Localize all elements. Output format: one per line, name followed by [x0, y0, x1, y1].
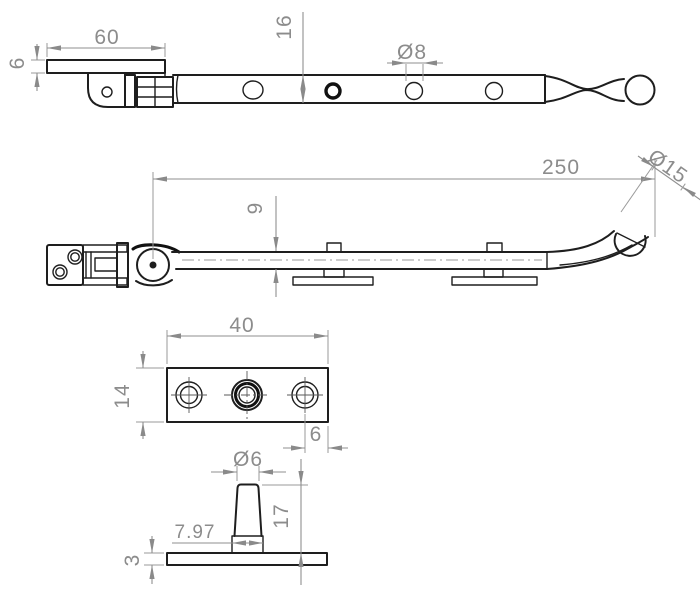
dim-label-60: 60 — [94, 26, 119, 49]
keeper-hole-right — [287, 377, 323, 413]
bracket-hole — [101, 86, 113, 98]
dim-label-17: 17 — [270, 503, 293, 528]
keeper-plate-2 — [451, 276, 538, 286]
dim-label-dia8: Ø8 — [397, 41, 427, 64]
pivot-center — [149, 261, 157, 269]
dim-keeper-hole-edge: 6 — [283, 414, 348, 453]
peg-1 — [326, 242, 342, 253]
pin-view: Ø6 17 7.97 3 — [121, 448, 328, 585]
pin-shaft — [233, 483, 263, 537]
dim-bar-height: 9 — [244, 196, 279, 297]
dim-label-dia15: Ø15 — [644, 145, 692, 188]
keeper-plate-view: 40 14 6 — [111, 314, 348, 453]
pivot-top-silhouette — [131, 243, 181, 254]
side-view: 250 9 Ø15 — [46, 145, 700, 297]
dim-pin-base-width: 7.97 — [172, 522, 263, 546]
dim-keeper-length: 40 — [166, 314, 329, 364]
dim-label-16: 16 — [273, 14, 296, 39]
dim-plate-thickness: 6 — [6, 44, 45, 91]
dim-hole-dia: Ø8 — [387, 41, 443, 81]
bar-hole-3 — [404, 81, 424, 101]
bar-hole-1 — [242, 80, 264, 100]
dim-label-dia6: Ø6 — [233, 448, 263, 471]
knob-dome — [613, 233, 647, 257]
top-view-plate — [46, 59, 166, 74]
dim-bar-width: 16 — [273, 12, 306, 103]
dim-label-6-edge: 6 — [310, 423, 323, 446]
hinge-linkage — [82, 242, 129, 288]
top-view-bracket — [87, 72, 126, 108]
dim-label-250: 250 — [542, 156, 580, 179]
handle-curl — [546, 230, 649, 270]
handle-knob-top — [544, 74, 656, 106]
dim-label-6: 6 — [6, 57, 29, 70]
peg-2 — [486, 242, 503, 253]
keeper-plate-outline — [166, 367, 329, 423]
side-view-plate — [46, 244, 84, 286]
plate-screw-hole-1 — [55, 267, 65, 277]
dim-keeper-width: 14 — [111, 351, 164, 439]
keeper-hole-left — [171, 377, 207, 413]
dim-pin-height: 17 — [262, 459, 308, 585]
pin-collar — [231, 535, 264, 554]
dim-label-9: 9 — [244, 202, 267, 215]
dim-label-797: 7.97 — [175, 522, 216, 543]
keeper-plate-1 — [292, 276, 374, 286]
plate-screw-hole-2 — [70, 252, 80, 262]
dim-pin-tip-dia: Ø6 — [211, 448, 286, 481]
pin-base-plate — [166, 552, 328, 566]
dim-label-14: 14 — [111, 383, 134, 408]
bar-hole-4 — [484, 81, 504, 101]
dim-plate-length: 60 — [46, 26, 166, 57]
dim-base-plate-thickness: 3 — [121, 536, 164, 584]
top-view: 60 6 16 Ø8 — [6, 12, 656, 108]
keeper-hole-centre — [224, 371, 270, 419]
bar-hole-2 — [324, 82, 342, 100]
dim-label-3: 3 — [121, 554, 144, 567]
knob-ball — [624, 74, 656, 106]
dim-label-40: 40 — [229, 314, 254, 337]
dim-stay-length: 250 — [152, 156, 656, 259]
